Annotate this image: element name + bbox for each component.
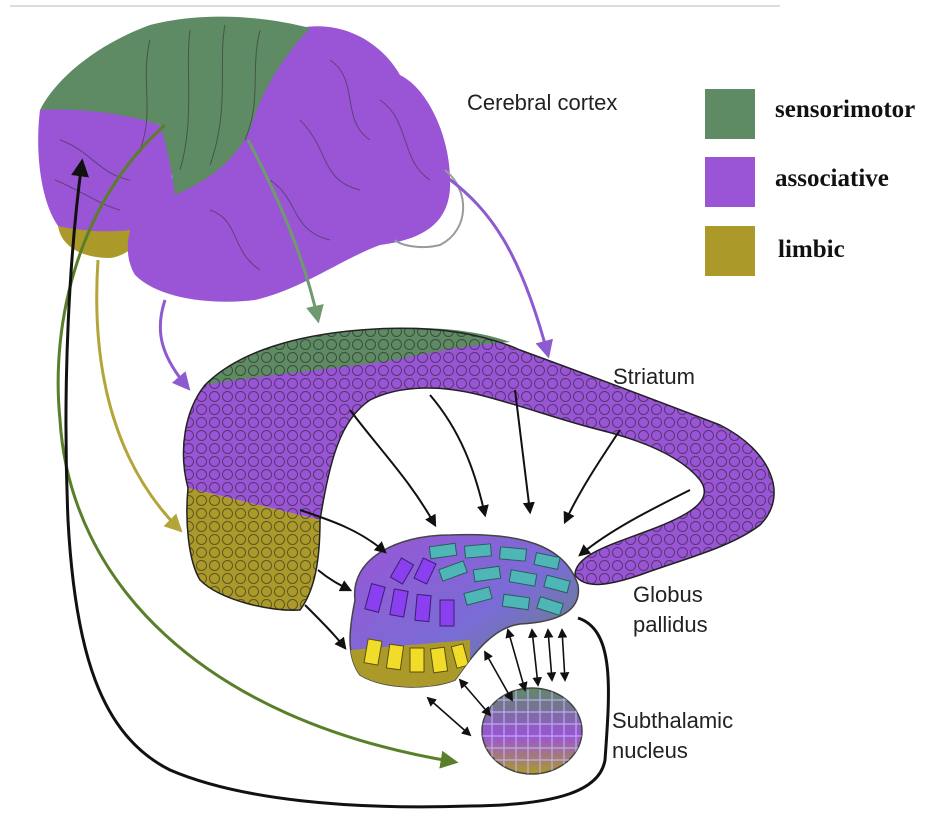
legend-label-sensorimotor: sensorimotor <box>775 96 915 124</box>
legend-swatch-sensorimotor <box>705 89 755 139</box>
subthalamic-nucleus <box>480 688 590 780</box>
label-cerebral-cortex: Cerebral cortex <box>467 90 617 116</box>
legend-label-limbic: limbic <box>778 236 845 264</box>
legend-swatch-associative <box>705 157 755 207</box>
legend-label-associative: associative <box>775 165 889 193</box>
cortex-to-striatum-associative-arrow-2 <box>160 300 188 388</box>
label-subthalamic-line1: Subthalamic <box>612 708 733 734</box>
label-striatum: Striatum <box>613 364 695 390</box>
subthalamic-nucleus-body <box>482 688 582 774</box>
label-globus-pallidus-line2: pallidus <box>633 612 708 638</box>
label-subthalamic-line2: nucleus <box>612 738 688 764</box>
cerebral-cortex <box>38 17 463 302</box>
label-globus-pallidus-line1: Globus <box>633 582 703 608</box>
legend-swatch-limbic <box>705 226 755 276</box>
cortex-to-striatum-limbic-arrow <box>97 260 180 530</box>
globus-pallidus <box>350 535 578 700</box>
